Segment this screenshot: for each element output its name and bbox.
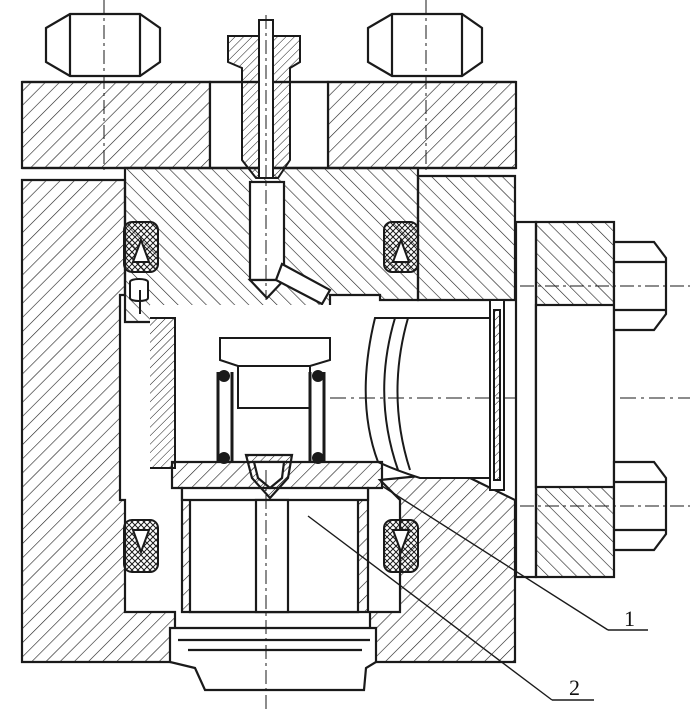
top-bolts bbox=[44, 0, 484, 170]
internal-chamber bbox=[129, 278, 360, 475]
side-flange bbox=[514, 220, 616, 579]
bottom-plug bbox=[168, 470, 378, 710]
callout-label-2: 2 bbox=[569, 675, 580, 700]
seat-assembly bbox=[170, 453, 384, 614]
outlet-port bbox=[330, 299, 690, 491]
stem-fitting bbox=[227, 15, 301, 300]
leader-lines bbox=[307, 485, 648, 701]
leader-line-1 bbox=[381, 485, 609, 631]
bonnet bbox=[123, 166, 420, 324]
callout-label-1: 1 bbox=[624, 606, 635, 631]
leader-line-2 bbox=[307, 515, 553, 701]
side-bolts bbox=[520, 240, 690, 552]
seal-rings bbox=[123, 221, 419, 573]
top-cover-plate bbox=[20, 80, 518, 170]
